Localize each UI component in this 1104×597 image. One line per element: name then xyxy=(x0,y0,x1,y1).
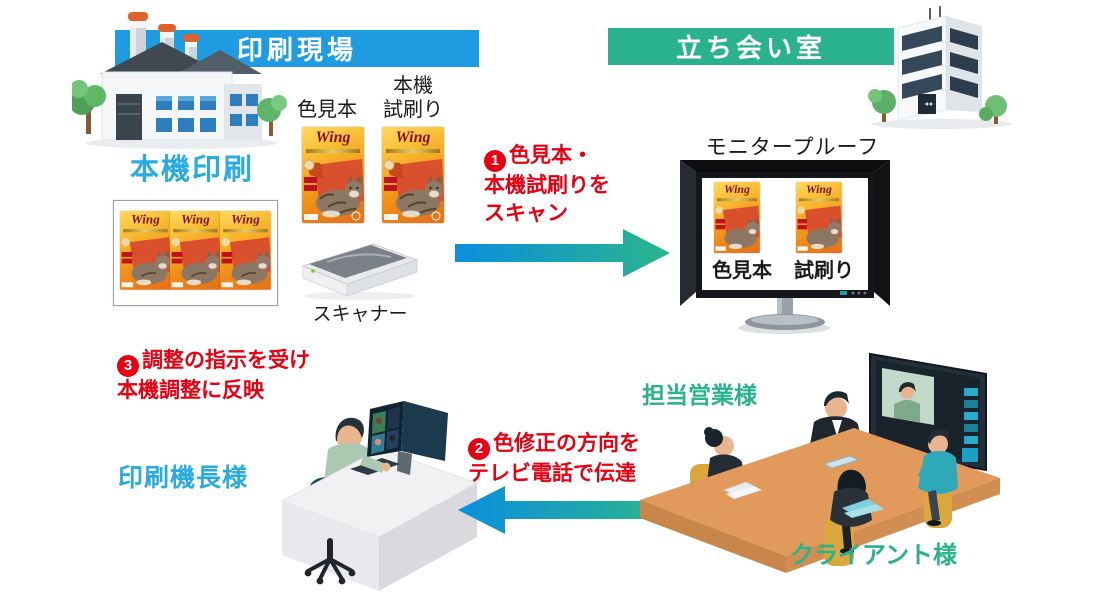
meeting-table-front xyxy=(640,500,786,573)
feedback-arrow-left xyxy=(458,486,673,534)
desk-front xyxy=(379,483,477,591)
meeting-room-scene xyxy=(640,352,1000,573)
color-sample-package: Wing xyxy=(302,127,364,223)
step1-line3: スキャン xyxy=(484,202,568,225)
monitor-hood-left xyxy=(680,160,696,306)
package-gold-band xyxy=(306,149,360,153)
monitor-package-color-sample: Wing xyxy=(714,182,760,254)
machine-test-print-package: Wing xyxy=(382,127,444,223)
step1-line2: 本機試刷りを xyxy=(484,174,610,197)
chair-star xyxy=(306,557,354,581)
devices-on-table xyxy=(722,455,960,499)
client-label: クライアント様 xyxy=(790,542,958,569)
package-brand: Wing xyxy=(805,183,832,197)
cat-illustration xyxy=(121,237,171,288)
sales-rep-label: 担当営業様 xyxy=(642,382,757,408)
step3-line2: 本機調整に反映 xyxy=(117,379,264,402)
package-brand: Wing xyxy=(395,129,431,146)
monitor-package-test-print: Wing xyxy=(796,182,842,254)
color-sample-label: 色見本 xyxy=(297,99,357,121)
sheet-package-3: Wing xyxy=(220,211,271,290)
cat-illustration xyxy=(171,237,221,288)
step1-number-badge: 1 xyxy=(484,150,506,172)
scanner-illustration xyxy=(301,243,419,300)
cat-illustration xyxy=(797,205,842,251)
cat-illustration xyxy=(383,159,444,221)
press-operator-label: 印刷機長様 xyxy=(118,464,249,492)
video-sidebar xyxy=(962,388,978,462)
monitor-hood-right xyxy=(874,160,890,306)
package-brand: Wing xyxy=(131,212,160,227)
office-trees xyxy=(868,89,1007,124)
cat-illustration xyxy=(303,159,364,221)
monitor-hood-top xyxy=(680,160,890,172)
package-brand: Wing xyxy=(723,183,750,197)
print-site-banner-label: 印刷現場 xyxy=(236,35,357,65)
client-person-front xyxy=(824,469,884,566)
proof-monitor-illustration xyxy=(680,160,890,334)
scan-arrow-right xyxy=(455,229,670,277)
factory-trees xyxy=(72,80,287,136)
factory-building xyxy=(100,42,262,141)
machine-test-print-line1: 本機 xyxy=(393,75,433,97)
desk-monitor xyxy=(367,401,448,475)
package-gold-band xyxy=(386,149,440,153)
step3-number-badge: 3 xyxy=(117,355,139,377)
machine-print-label: 本機印刷 xyxy=(130,154,255,186)
step2-line1: 色修正の方向を xyxy=(493,432,640,455)
client-person-right xyxy=(918,429,958,528)
monitor-proof-label: モニタープルーフ xyxy=(705,136,880,159)
scanner-label: スキャナー xyxy=(312,304,408,325)
factory-illustration xyxy=(72,12,287,149)
cat-illustration xyxy=(221,237,271,288)
step2-line2: テレビ電話で伝達 xyxy=(468,462,636,485)
meeting-room-banner: 立ち会い室 xyxy=(608,28,894,65)
package-brand: Wing xyxy=(181,212,210,227)
package-brand: Wing xyxy=(231,212,260,227)
office-building xyxy=(897,15,982,121)
step1-line1: 色見本・ xyxy=(509,144,593,167)
step3-line1: 調整の指示を受け xyxy=(142,349,310,372)
step2-number-badge: 2 xyxy=(468,438,490,460)
machine-test-print-label: 本機 試刷り xyxy=(372,74,454,122)
press-operator-desk-scene xyxy=(280,401,477,591)
cat-illustration xyxy=(715,205,760,251)
monitor-test-print-label: 試刷り xyxy=(794,260,854,282)
office-building-illustration xyxy=(868,6,1012,129)
package-brand: Wing xyxy=(315,129,351,146)
meeting-room-banner-label: 立ち会い室 xyxy=(675,33,826,63)
monitor-color-sample-label: 色見本 xyxy=(712,260,772,282)
meeting-table-top xyxy=(640,428,1000,556)
machine-test-print-line2: 試刷り xyxy=(383,99,443,121)
sheet-package-1: Wing xyxy=(120,211,171,290)
sheet-package-2: Wing xyxy=(170,211,221,290)
